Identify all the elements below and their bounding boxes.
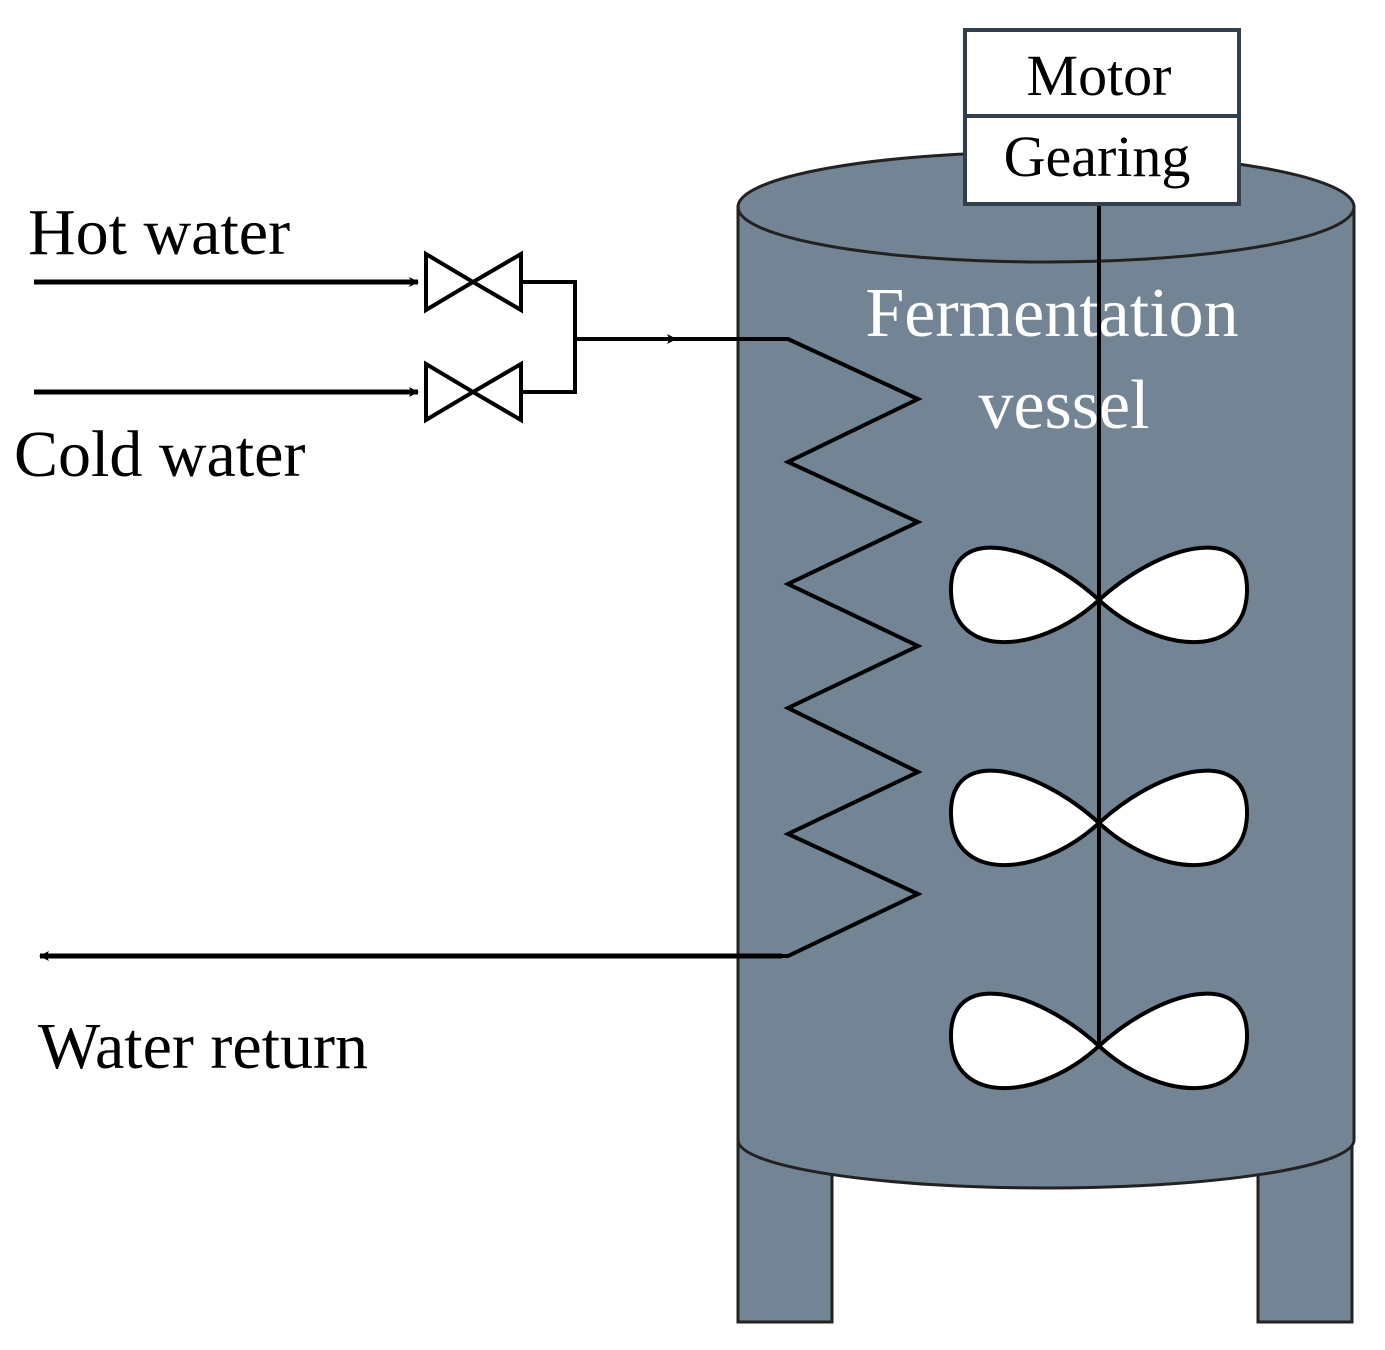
motor-box (963, 28, 1241, 118)
heating-coil (780, 337, 923, 958)
motor-label: Motor (1027, 43, 1172, 108)
impeller-blade (1096, 768, 1250, 868)
impeller-blade (1096, 545, 1250, 645)
hot-water-valve (424, 250, 523, 314)
impeller-blade (948, 768, 1102, 868)
impeller (948, 991, 1250, 1091)
impeller-blade (1096, 991, 1250, 1091)
impeller (948, 545, 1250, 645)
impellers (948, 545, 1250, 1091)
cold-water-valve (424, 360, 523, 424)
vessel-body (736, 205, 1356, 1190)
hot-water-label: Hot water (28, 196, 290, 269)
impeller-blade (948, 991, 1102, 1091)
vessel-label-line2: vessel (978, 367, 1149, 444)
impeller-blade (948, 545, 1102, 645)
water-return-label: Water return (38, 1010, 368, 1083)
valve-manifold (521, 280, 577, 394)
vessel-label-line1: Fermentation (865, 275, 1238, 352)
gearing-label: Gearing (1004, 124, 1191, 189)
gearing-box (963, 114, 1241, 206)
impeller (948, 768, 1250, 868)
cold-water-label: Cold water (14, 418, 305, 491)
